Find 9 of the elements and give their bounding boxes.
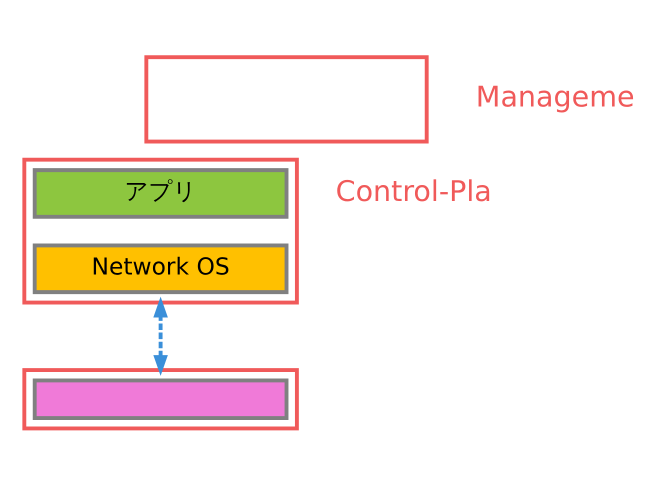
- node-label: Manageme: [476, 79, 635, 114]
- cluster: [22, 157, 299, 304]
- node-label: Control-Pla: [336, 173, 492, 208]
- node-box: アプリ: [32, 168, 288, 218]
- arrow: [153, 296, 168, 376]
- node-box: Network OS: [32, 242, 288, 294]
- node-box: [32, 378, 288, 420]
- node-box: [144, 54, 429, 144]
- cluster: [22, 368, 299, 430]
